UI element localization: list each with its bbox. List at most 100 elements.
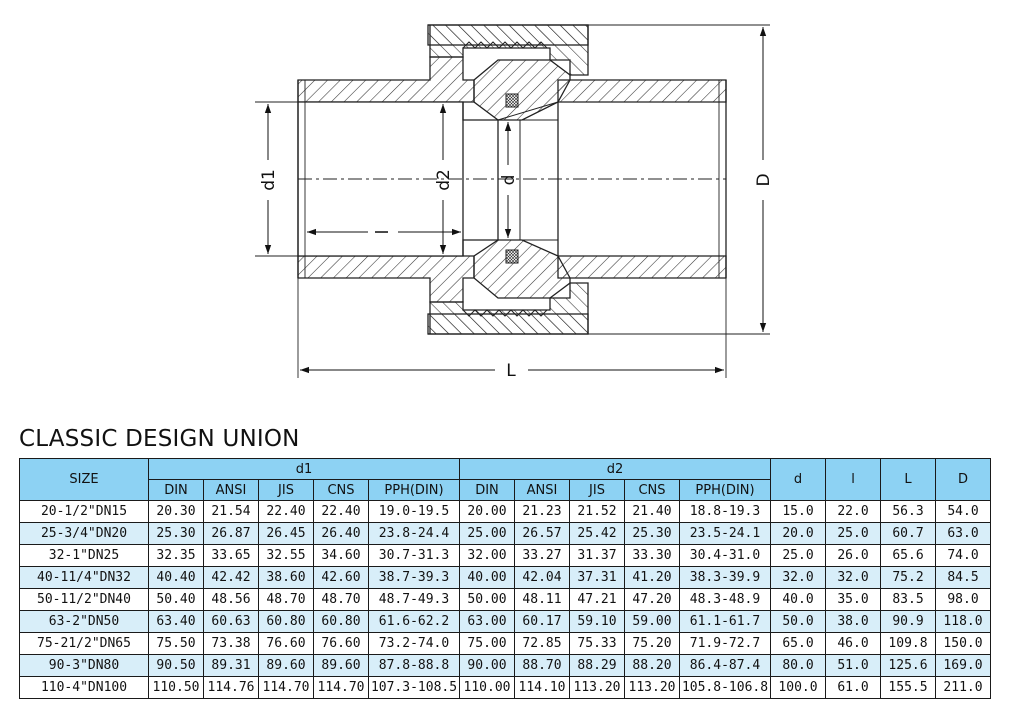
cell-d2-ansi: 60.17 bbox=[514, 610, 570, 633]
cell-d2-jis: 21.52 bbox=[569, 500, 625, 523]
dimension-D: D bbox=[588, 24, 774, 335]
cell-d1-cns: 34.60 bbox=[313, 544, 369, 567]
cell-d1-pph: 61.6-62.2 bbox=[368, 610, 460, 633]
subheader-d1-din: DIN bbox=[148, 479, 204, 501]
header-d1: d1 bbox=[148, 458, 460, 480]
cell-d: 40.0 bbox=[770, 588, 826, 611]
cell-d2-pph: 30.4-31.0 bbox=[679, 544, 771, 567]
mating-piece-top bbox=[473, 59, 571, 121]
cell-D: 150.0 bbox=[935, 632, 991, 655]
cell-d: 20.0 bbox=[770, 522, 826, 545]
union-cross-section-drawing: d1 d2 d l D L bbox=[255, 24, 774, 381]
cell-d1-jis: 89.60 bbox=[258, 654, 314, 677]
cell-d1-ansi: 60.63 bbox=[203, 610, 259, 633]
cell-d: 100.0 bbox=[770, 676, 826, 699]
cell-L: 75.2 bbox=[880, 566, 936, 589]
cell-d1-ansi: 114.76 bbox=[203, 676, 259, 699]
cell-d2-din: 50.00 bbox=[459, 588, 515, 611]
cell-D: 63.0 bbox=[935, 522, 991, 545]
subheader-d2-pph: PPH(DIN) bbox=[679, 479, 771, 501]
cell-L: 83.5 bbox=[880, 588, 936, 611]
cell-d1-cns: 76.60 bbox=[313, 632, 369, 655]
cell-d2-din: 32.00 bbox=[459, 544, 515, 567]
cell-size: 40-11/4"DN32 bbox=[19, 566, 149, 589]
cell-l: 51.0 bbox=[825, 654, 881, 677]
left-body-bottom-wall bbox=[297, 255, 475, 303]
label-l: l bbox=[373, 230, 393, 235]
cell-d2-jis: 113.20 bbox=[569, 676, 625, 699]
cell-d2-cns: 33.30 bbox=[624, 544, 680, 567]
cell-d1-jis: 26.45 bbox=[258, 522, 314, 545]
cell-d1-ansi: 73.38 bbox=[203, 632, 259, 655]
cell-d1-din: 20.30 bbox=[148, 500, 204, 523]
cell-d2-cns: 88.20 bbox=[624, 654, 680, 677]
cell-d1-pph: 23.8-24.4 bbox=[368, 522, 460, 545]
cell-size: 25-3/4"DN20 bbox=[19, 522, 149, 545]
cell-size: 20-1/2"DN15 bbox=[19, 500, 149, 523]
label-d2: d2 bbox=[434, 169, 454, 191]
cell-l: 38.0 bbox=[825, 610, 881, 633]
cell-size: 32-1"DN25 bbox=[19, 544, 149, 567]
cell-d1-pph: 30.7-31.3 bbox=[368, 544, 460, 567]
label-d1: d1 bbox=[259, 169, 279, 191]
cell-d2-ansi: 48.11 bbox=[514, 588, 570, 611]
cell-l: 25.0 bbox=[825, 522, 881, 545]
subheader-d2-din: DIN bbox=[459, 479, 515, 501]
cell-d2-jis: 25.42 bbox=[569, 522, 625, 545]
cell-d1-ansi: 26.87 bbox=[203, 522, 259, 545]
cell-L: 155.5 bbox=[880, 676, 936, 699]
cell-D: 98.0 bbox=[935, 588, 991, 611]
cell-d1-cns: 60.80 bbox=[313, 610, 369, 633]
cell-d2-jis: 88.29 bbox=[569, 654, 625, 677]
subheader-d1-cns: CNS bbox=[313, 479, 369, 501]
cell-l: 22.0 bbox=[825, 500, 881, 523]
cell-d2-cns: 41.20 bbox=[624, 566, 680, 589]
right-body-top-wall bbox=[557, 79, 727, 103]
cell-d2-din: 90.00 bbox=[459, 654, 515, 677]
right-body-bottom-wall bbox=[557, 255, 727, 279]
cell-d1-din: 63.40 bbox=[148, 610, 204, 633]
cell-d2-ansi: 88.70 bbox=[514, 654, 570, 677]
cell-size: 50-11/2"DN40 bbox=[19, 588, 149, 611]
cell-d1-ansi: 42.42 bbox=[203, 566, 259, 589]
cell-l: 61.0 bbox=[825, 676, 881, 699]
cell-d1-cns: 48.70 bbox=[313, 588, 369, 611]
subheader-d1-jis: JIS bbox=[258, 479, 314, 501]
dimension-d: d bbox=[499, 122, 519, 238]
cell-d1-cns: 42.60 bbox=[313, 566, 369, 589]
cell-d1-cns: 26.40 bbox=[313, 522, 369, 545]
cell-d2-pph: 86.4-87.4 bbox=[679, 654, 771, 677]
cell-d2-din: 20.00 bbox=[459, 500, 515, 523]
dimension-l: l bbox=[307, 228, 461, 236]
cell-d1-ansi: 33.65 bbox=[203, 544, 259, 567]
cell-d2-pph: 61.1-61.7 bbox=[679, 610, 771, 633]
cell-d2-pph: 48.3-48.9 bbox=[679, 588, 771, 611]
cell-d1-din: 75.50 bbox=[148, 632, 204, 655]
spec-table: SIZE d1 d2 d l L D DIN ANSI JIS CNS PPH(… bbox=[19, 458, 991, 699]
header-d: d bbox=[770, 458, 826, 501]
cell-d1-din: 40.40 bbox=[148, 566, 204, 589]
cell-d2-cns: 113.20 bbox=[624, 676, 680, 699]
cell-d1-pph: 87.8-88.8 bbox=[368, 654, 460, 677]
mating-piece-bottom bbox=[473, 239, 571, 299]
cell-d1-jis: 76.60 bbox=[258, 632, 314, 655]
cell-d1-pph: 73.2-74.0 bbox=[368, 632, 460, 655]
cell-d2-pph: 38.3-39.9 bbox=[679, 566, 771, 589]
cell-d2-ansi: 33.27 bbox=[514, 544, 570, 567]
cell-d2-cns: 25.30 bbox=[624, 522, 680, 545]
cell-d1-din: 32.35 bbox=[148, 544, 204, 567]
cell-d2-jis: 37.31 bbox=[569, 566, 625, 589]
cell-size: 75-21/2"DN65 bbox=[19, 632, 149, 655]
cell-d2-pph: 105.8-106.8 bbox=[679, 676, 771, 699]
cell-d1-din: 90.50 bbox=[148, 654, 204, 677]
cell-d2-jis: 31.37 bbox=[569, 544, 625, 567]
cell-d2-jis: 59.10 bbox=[569, 610, 625, 633]
cell-d2-ansi: 114.10 bbox=[514, 676, 570, 699]
cell-d2-ansi: 42.04 bbox=[514, 566, 570, 589]
cell-d2-cns: 59.00 bbox=[624, 610, 680, 633]
